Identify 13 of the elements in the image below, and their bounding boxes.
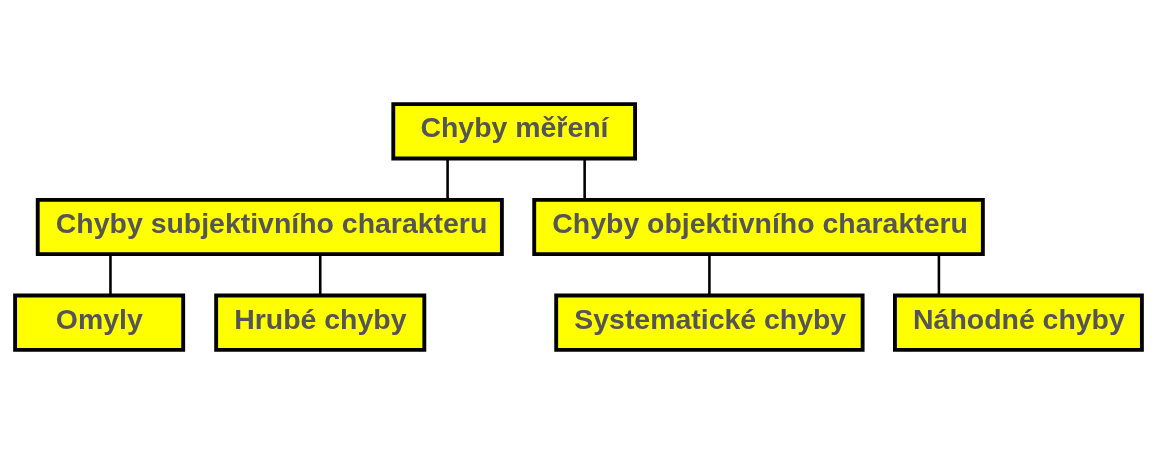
connector	[318, 253, 322, 295]
node-box: Omyly	[13, 293, 186, 352]
connector	[708, 253, 711, 295]
node-box: Chyby subjektivního charakteru	[35, 197, 504, 256]
node-box: Chyby objektivního charakteru	[532, 197, 985, 256]
connector	[937, 253, 941, 295]
connector	[109, 253, 112, 295]
connector	[446, 158, 449, 200]
connector	[583, 158, 586, 200]
node-box: Chyby měření	[391, 101, 637, 160]
node-box: Hrubé chyby	[214, 293, 427, 352]
node-box: Náhodné chyby	[893, 293, 1144, 352]
node-box: Systematické chyby	[554, 293, 865, 352]
